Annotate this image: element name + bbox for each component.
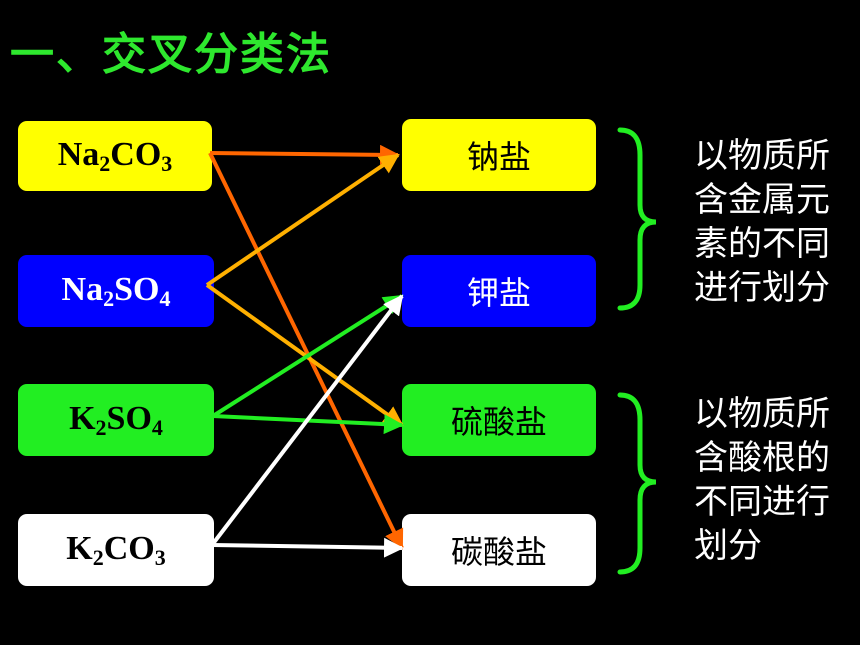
compound-k2co3: K2CO3 [18,514,214,586]
category-carbonate: 碳酸盐 [402,514,596,586]
formula-symbol: Na [61,270,104,308]
formula-subscript: 2 [95,414,107,440]
category-label: 钠盐 [466,138,531,176]
category-potassium-salt: 钾盐 [402,255,596,327]
formula-subscript: 4 [151,414,163,440]
category-label: 硫酸盐 [450,403,547,441]
formula-text: K2SO4 [69,400,163,441]
arrow-k2co3-to-carbonate [211,537,404,558]
formula-symbol: Na [57,135,100,173]
arrow-k2so4-to-potassium [211,294,404,418]
compound-k2so4: K2SO4 [18,384,214,456]
formula-symbol: SO [114,270,160,308]
formula-subscript: 2 [99,150,111,176]
category-sulfate: 硫酸盐 [402,384,596,456]
formula-subscript: 3 [161,150,173,176]
formula-subscript: 2 [103,285,115,311]
arrow-na2co3-to-sodium [209,144,400,165]
category-sodium-salt: 钠盐 [402,119,596,191]
formula-text: Na2SO4 [62,271,171,312]
brace-metal-icon [617,127,657,311]
formula-symbol: K [69,399,96,437]
category-label: 碳酸盐 [450,533,547,571]
formula-subscript: 2 [92,544,104,570]
compound-na2so4: Na2SO4 [18,255,214,327]
compound-na2co3: Na2CO3 [18,121,212,191]
arrow-na2so4-to-sodium [205,153,400,287]
formula-symbol: K [66,529,93,567]
formula-subscript: 3 [154,544,166,570]
formula-symbol: CO [103,529,155,567]
formula-symbol: CO [110,135,162,173]
category-label: 钾盐 [466,274,531,312]
formula-symbol: SO [106,399,152,437]
formula-subscript: 4 [159,285,171,311]
formula-text: Na2CO3 [58,136,173,177]
page-title: 一、交叉分类法 [10,29,332,80]
note-acid-basis: 以物质所含酸根的不同进行划分 [694,394,830,566]
formula-text: K2CO3 [66,530,165,571]
arrow-k2co3-to-potassium [210,294,404,547]
brace-acid-icon [617,392,657,575]
note-metal-basis: 以物质所含金属元素的不同进行划分 [694,136,830,308]
arrow-na2co3-to-carbonate [208,152,404,550]
arrow-na2so4-to-sulfate [205,283,404,427]
